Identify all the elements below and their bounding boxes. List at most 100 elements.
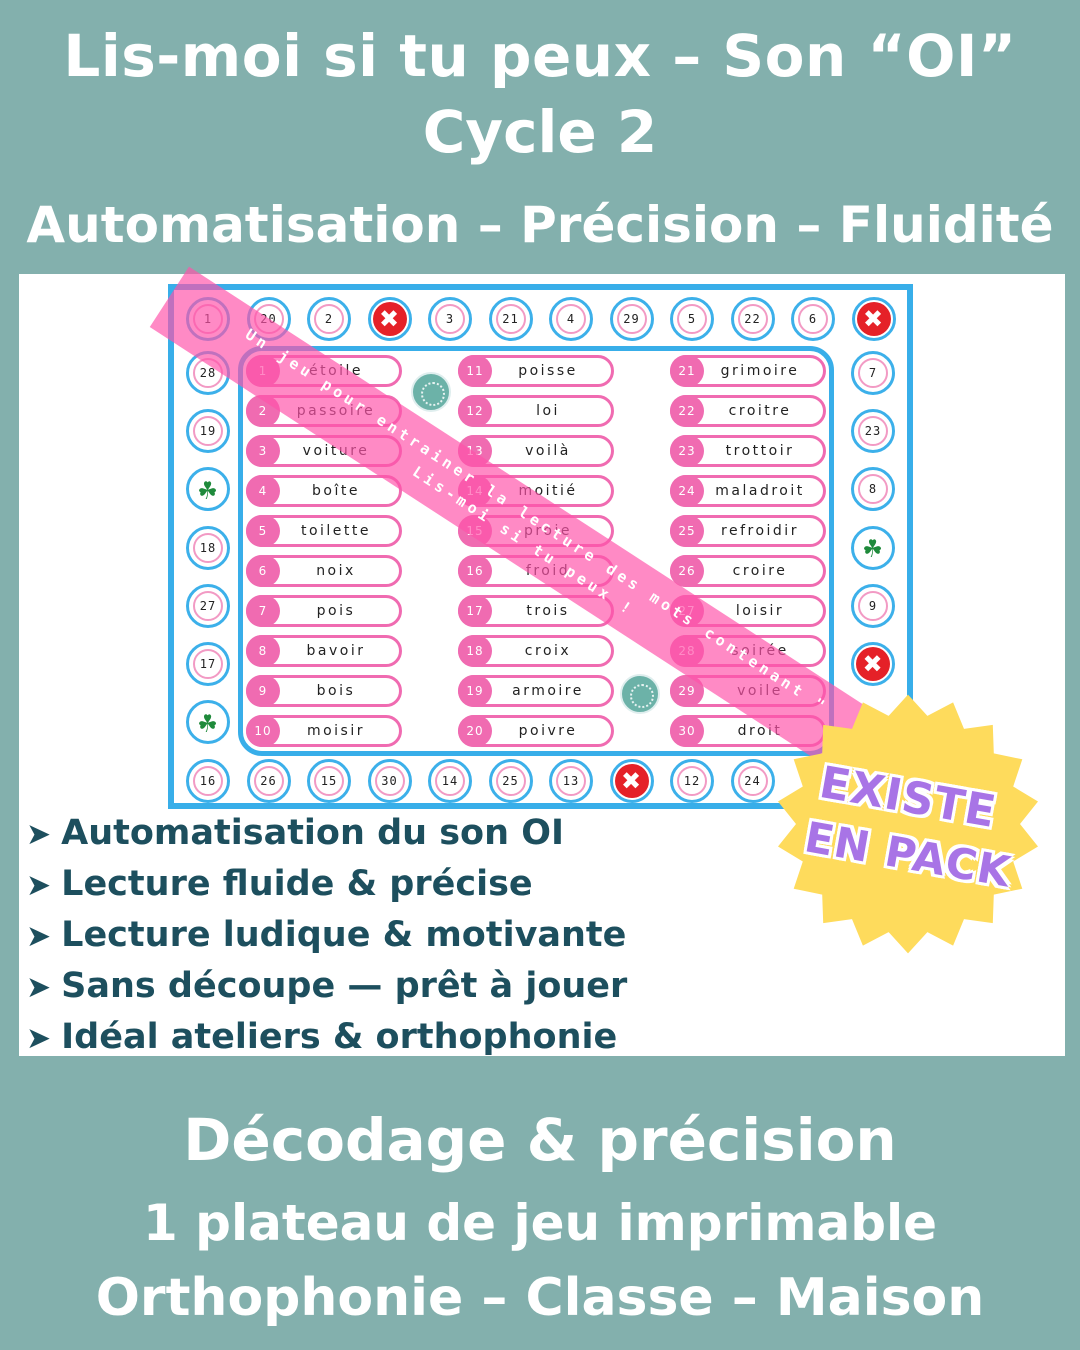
word-card-number: 25 [670,515,704,547]
feature-item: ➤Idéal ateliers & orthophonie [26,1014,746,1065]
board-cell: 18 [186,525,230,570]
board-cell: 29 [609,297,654,341]
word-card-number: 4 [246,475,280,507]
board-cell-label: 13 [556,766,586,796]
footer-line1: Décodage & précision [183,1106,897,1174]
word-card-text: pois [316,603,356,619]
word-card-text: trois [526,603,570,619]
word-card-text: croitre [728,403,792,419]
board-cell-label: 21 [495,304,526,334]
board-cell-label: 5 [677,304,707,334]
word-card: 23 trottoir [670,435,826,467]
board-cell: 9 [851,583,895,628]
footer-line2: 1 plateau de jeu imprimable [142,1194,938,1252]
word-card-number: 26 [670,555,704,587]
board-cell-label: ✖ [372,302,407,336]
word-card-number: 10 [246,715,280,747]
board-cell-label: 8 [858,474,888,505]
word-card: 4 boîte [246,475,402,507]
board-cell: 8 [851,467,895,512]
word-card: 9 bois [246,675,402,707]
board-cell-label: 22 [737,304,768,334]
board-cell-label: 29 [616,304,647,334]
word-card: 12 loi [458,395,614,427]
board-cell-label: 9 [858,590,888,621]
arrow-icon: ➤ [26,919,52,954]
board-cell-label: 15 [314,766,344,796]
word-card-number: 8 [246,635,280,667]
board-cell: 2 [307,297,351,341]
word-card-text: croix [524,643,572,659]
pack-badge: EXISTE EN PACK [768,690,1048,958]
board-cell-label: 17 [193,649,223,679]
word-card-text: grimoire [720,363,800,379]
board-cell-label: 7 [858,358,888,388]
board-cell-label: 2 [314,304,344,334]
board-cell-label: ✖ [614,764,649,798]
board-cell: 5 [670,297,714,341]
word-card-number: 6 [246,555,280,587]
board-cell: 30 [367,759,412,803]
feature-item: ➤ Sans découpe — prêt à jouer [26,963,746,1014]
board-cell: 4 [549,297,593,341]
board-cell: 13 [549,759,593,803]
footer-line3: Orthophonie – Classe – Maison [95,1268,985,1328]
board-cell: 6 [791,297,835,341]
word-card-text: boîte [312,483,360,499]
board-cell: 24 [730,759,775,803]
word-card-number: 24 [670,475,704,507]
clover-icon: ☘ [186,700,230,745]
word-card-number: 18 [458,635,492,667]
cross-icon: ✖ [367,297,412,341]
cross-icon: ✖ [609,759,654,803]
board-cell-label: 23 [858,416,888,447]
word-card: 18 croix [458,635,614,667]
word-card-number: 9 [246,675,280,707]
board-cell-label: 30 [374,766,405,796]
word-card-number: 21 [670,355,704,387]
board-cell-label: 4 [556,304,586,334]
word-card-text: trottoir [725,443,795,459]
board-cell: 23 [851,409,895,454]
board-cell-label: 6 [798,304,828,334]
stamp-icon [411,372,451,412]
word-card-number: 7 [246,595,280,627]
board-cell-label: 12 [677,766,707,796]
word-card-number: 23 [670,435,704,467]
feature-text: Automatisation du son OI [61,813,564,853]
feature-text: Lecture ludique & motivante [61,915,627,955]
board-cell: 3 [428,297,472,341]
word-card: 25 refroidir [670,515,826,547]
arrow-icon: ➤ [26,970,52,1005]
clover-icon: ☘ [186,467,230,512]
board-cell: 7 [851,351,895,395]
board-cell: 25 [488,759,533,803]
page-title: Lis-moi si tu peux – Son “OI” [63,22,1017,90]
board-cell: 15 [307,759,351,803]
board-cell-label: 24 [737,766,768,796]
word-card-text: bavoir [306,643,366,659]
word-card-number: 16 [458,555,492,587]
word-card-number: 5 [246,515,280,547]
word-card-text: poivre [518,723,578,739]
board-cell-label: 16 [193,766,223,796]
board-cell-label: 3 [435,304,465,334]
word-card-text: loisir [735,603,785,619]
word-card-text: bois [316,683,356,699]
word-card-text: toilette [300,523,372,539]
feature-item: ➤Automatisation du son OI [26,810,746,861]
word-card-text: loi [536,403,560,419]
word-card: 8 bavoir [246,635,402,667]
page-subtitle: Automatisation – Précision – Fluidité [26,196,1054,254]
board-cell-label: 18 [193,532,223,563]
word-card-number: 11 [458,355,492,387]
word-card-number: 30 [670,715,704,747]
word-card-number: 12 [458,395,492,427]
word-card-text: refroidir [721,523,799,539]
feature-text: Sans découpe — prêt à jouer [61,966,628,1006]
